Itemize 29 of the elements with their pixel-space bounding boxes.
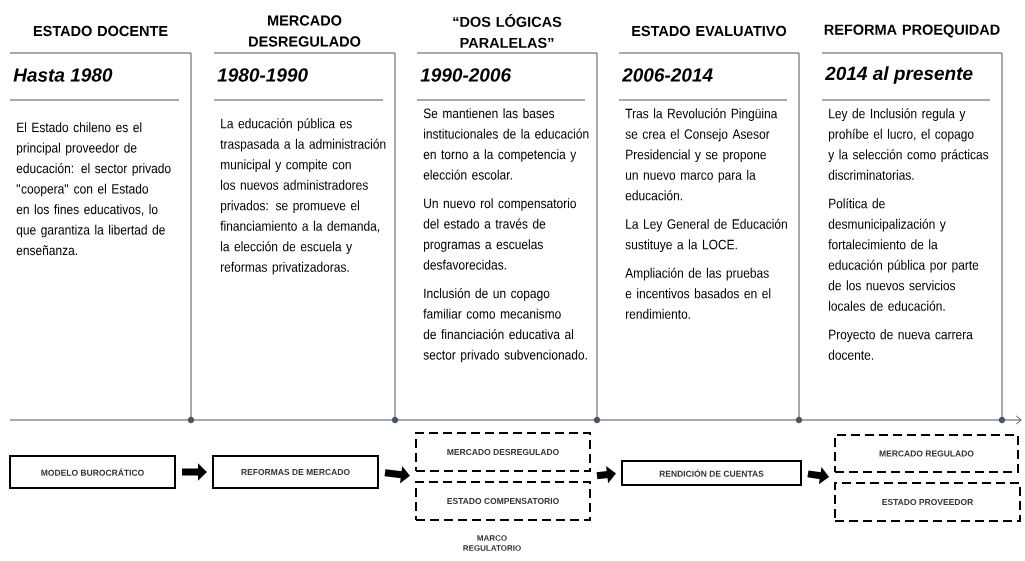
period-heading: REFORMA PROEQUIDAD xyxy=(824,24,1000,38)
year-heading: 2014 al presente xyxy=(824,66,973,84)
body-text: El Estado chileno es el principal proveedor de educación: el sector privado "coopera" con el Estado en los fines educativos, lo que garantiza la libertad de enseñanza. xyxy=(16,122,171,256)
body-text: La Ley General de Educación sustituye a la LOCE. xyxy=(625,218,787,253)
stage-box: MODELO BUROCRÁTICO xyxy=(9,455,176,489)
body-text: La educación pública es traspasada a la administración municipal y compite con los nuevos administradores privados: se promueve el financiamiento a la demanda, la elección de escuela y reformas privatizadoras. xyxy=(220,118,386,275)
note-label: MARCO REGULATORIO xyxy=(463,535,521,551)
stage-box: RENDICIÓN DE CUENTAS xyxy=(621,460,802,486)
period-heading: MERCADO DESREGULADO xyxy=(249,15,361,47)
year-heading: 1980-1990 xyxy=(217,68,308,82)
year-heading: 1990-2006 xyxy=(420,68,512,82)
body-text: Proyecto de nueva carrera docente. xyxy=(828,329,973,360)
year-heading: 2006-2014 xyxy=(621,68,713,82)
body-text: Ampliación de las pruebas e incentivos basados en el rendimiento. xyxy=(625,267,771,319)
body-text: Inclusión de un copago familiar como mecanismo de financiación educativa al sector privado subvencionado. xyxy=(423,288,587,363)
dashed-box: ESTADO COMPENSATORIO xyxy=(415,481,591,521)
body-text: Ley de Inclusión regula y prohíbe el lucro, el copago y la selección como prácticas discriminatorias. xyxy=(828,108,989,180)
period-heading: ESTADO DOCENTE xyxy=(33,25,168,37)
period-heading: “DOS LÓGICAS PARALELAS” xyxy=(453,14,562,48)
body-text: Política de desmunicipalización y fortalecimiento de la educación pública por parte de los nuevos servicios locales de educación. xyxy=(828,198,979,311)
body-text: Tras la Revolución Pingüina se crea el Consejo Asesor Presidencial y se propone un nuevo marco para la educación. xyxy=(625,108,778,201)
period-heading: ESTADO EVALUATIVO xyxy=(632,25,787,37)
dashed-box: MERCADO DESREGULADO xyxy=(415,432,591,472)
body-text: Se mantienen las bases institucionales de la educación en torno a la competencia y elección escolar. xyxy=(423,108,589,180)
body-text: Un nuevo rol compensatorio del estado a través de programas a escuelas desfavorecidas. xyxy=(423,198,576,270)
dashed-box: ESTADO PROVEEDOR xyxy=(834,482,1021,522)
stage-box: REFORMAS DE MERCADO xyxy=(212,455,379,489)
dashed-box: MERCADO REGULADO xyxy=(834,434,1019,473)
year-heading: Hasta 1980 xyxy=(13,68,113,82)
